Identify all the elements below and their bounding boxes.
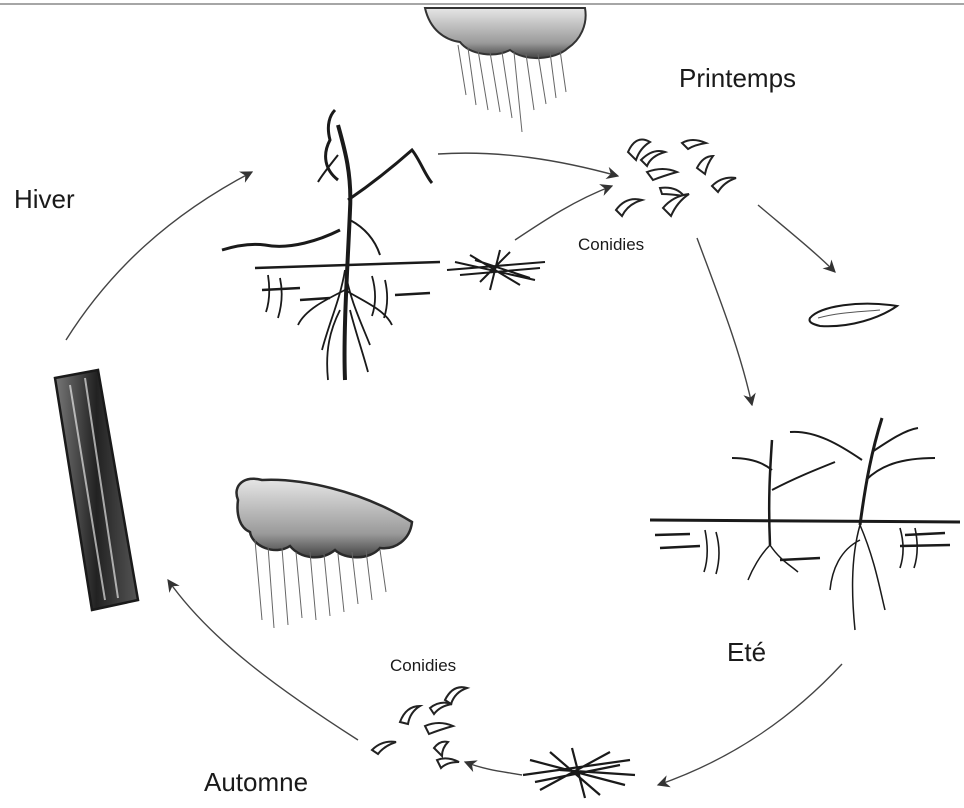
label-autumn: Automne [204, 767, 308, 798]
rain-cloud-top [425, 8, 586, 132]
conidia-cluster-top [616, 140, 736, 216]
seed-illustration [809, 304, 897, 327]
arrow-residue-to-conidia-autumn [465, 762, 522, 775]
conidia-cluster-bottom [372, 687, 467, 768]
rain-cloud-autumn [237, 479, 412, 628]
arrow-summer-to-residue [658, 664, 842, 785]
arrow-plant-to-conidia [438, 153, 618, 176]
young-plant-illustration [650, 418, 960, 630]
arrow-conidia-to-young-plant [697, 238, 752, 405]
stalk-residue-illustration [55, 370, 138, 610]
crop-residue-top [447, 250, 545, 290]
label-conidia-bottom: Conidies [390, 656, 456, 676]
dead-plant-illustration [222, 110, 440, 380]
arrow-residue-to-conidia [515, 186, 612, 240]
arrow-autumn-to-stalk [168, 580, 358, 740]
label-conidia-top: Conidies [578, 235, 644, 255]
arrow-stalk-to-plant [66, 172, 252, 340]
label-spring: Printemps [679, 63, 796, 94]
label-summer: Eté [727, 637, 766, 668]
crop-residue-bottom [523, 748, 635, 798]
arrow-conidia-to-seed [758, 205, 835, 272]
label-winter: Hiver [14, 184, 75, 215]
